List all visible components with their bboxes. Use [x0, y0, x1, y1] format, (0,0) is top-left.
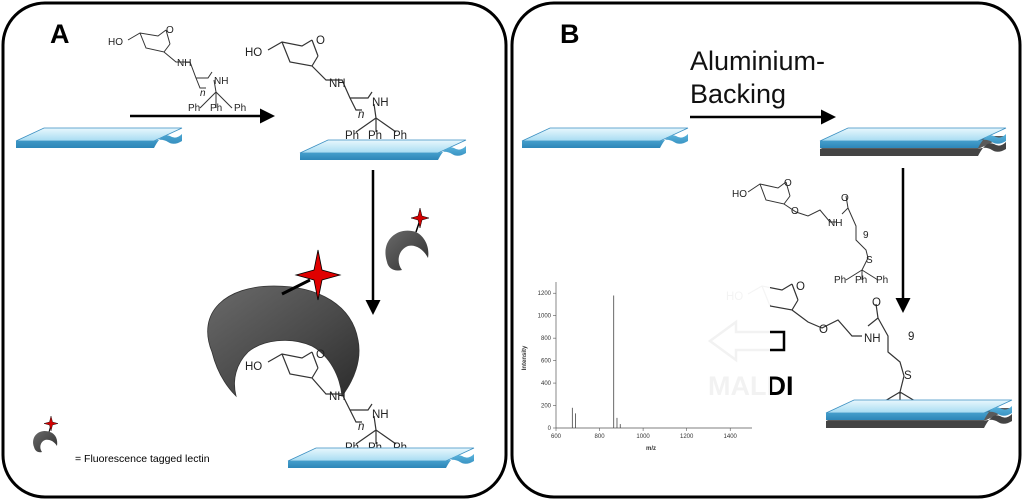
glass-slide: [287, 447, 475, 468]
svg-text:O: O: [316, 349, 325, 361]
svg-text:HO: HO: [245, 47, 262, 59]
svg-text:Ph: Ph: [876, 275, 888, 286]
trityl-glycan-reagent: HO O NH NH n Ph Ph Ph: [108, 25, 246, 114]
svg-text:Ph: Ph: [393, 130, 407, 142]
svg-text:Ph: Ph: [210, 103, 222, 114]
svg-text:NH: NH: [329, 78, 346, 90]
svg-text:Ph: Ph: [855, 275, 867, 286]
y-tick-label: 0: [548, 426, 552, 432]
glycan-lectin-complex: HO O NH NH n Ph Ph Ph: [245, 349, 407, 454]
y-tick-label: 400: [541, 381, 552, 387]
legend-text: = Fluorescence tagged lectin: [75, 453, 210, 465]
y-axis-label: Intensity: [522, 345, 528, 370]
aluminium-backed-slide: [825, 399, 1013, 428]
x-tick-label: 800: [595, 434, 606, 440]
svg-text:Ph: Ph: [368, 130, 382, 142]
svg-text:O: O: [784, 178, 792, 189]
x-tick-label: 1000: [636, 434, 650, 440]
svg-text:NH: NH: [372, 409, 389, 421]
svg-text:NH: NH: [177, 58, 191, 69]
svg-text:Ph: Ph: [188, 103, 200, 114]
x-tick-label: 1200: [680, 434, 694, 440]
y-tick-label: 1000: [538, 314, 552, 320]
svg-text:O: O: [796, 281, 805, 293]
svg-text:Ph: Ph: [345, 130, 359, 142]
svg-text:NH: NH: [372, 97, 389, 109]
svg-text:NH: NH: [828, 218, 842, 229]
lectin-small-icon: [385, 207, 430, 271]
svg-text:n: n: [358, 109, 364, 121]
svg-text:O: O: [166, 25, 174, 36]
svg-text:NH: NH: [214, 76, 228, 87]
panel-b-label: B: [560, 19, 580, 49]
svg-text:Ph: Ph: [234, 103, 246, 114]
glass-slide: [299, 139, 467, 160]
svg-text:n: n: [200, 88, 206, 99]
svg-text:S: S: [904, 370, 912, 382]
svg-text:O: O: [316, 35, 325, 47]
x-tick-label: 1400: [724, 434, 738, 440]
panel-a-frame: [1, 1, 508, 499]
svg-text:O: O: [819, 324, 828, 336]
svg-text:HO: HO: [108, 37, 123, 48]
glass-slide: [521, 127, 689, 148]
thio-glycan-reagent: HO O O NH O 9 S Ph Ph Ph: [732, 178, 888, 286]
svg-text:NH: NH: [329, 391, 346, 403]
svg-text:O: O: [791, 206, 799, 217]
immobilized-glycan: HO O NH NH n Ph Ph Ph: [245, 35, 407, 142]
x-tick-label: 600: [551, 434, 562, 440]
lectin-legend-icon: [33, 430, 58, 453]
spectrum-plot-area: 0 200 400 600 800 1000 1200 600 800 1000 1200 1400: [538, 282, 752, 440]
panel-b-frame: [510, 1, 1022, 499]
svg-text:n: n: [358, 421, 364, 433]
panel-a-label: A: [50, 19, 70, 49]
x-axis-label: m/z: [646, 446, 656, 452]
glass-slide: [15, 127, 183, 148]
svg-text:9: 9: [908, 331, 914, 343]
svg-text:HO: HO: [245, 361, 262, 373]
svg-text:O: O: [872, 297, 881, 309]
backing-label-line1: Aluminium-: [690, 46, 825, 76]
svg-text:O: O: [841, 193, 849, 204]
svg-text:NH: NH: [864, 333, 881, 345]
svg-text:Ph: Ph: [834, 275, 846, 286]
y-tick-label: 1200: [538, 291, 552, 297]
y-tick-label: 800: [541, 336, 552, 342]
y-tick-label: 600: [541, 359, 552, 365]
svg-text:S: S: [866, 255, 873, 266]
lectin-bound: [207, 249, 360, 398]
legend: = Fluorescence tagged lectin: [33, 415, 210, 465]
y-tick-label: 200: [541, 404, 552, 410]
svg-text:9: 9: [863, 230, 869, 241]
backing-label-line2: Backing: [690, 79, 786, 109]
aluminium-backed-slide: [819, 127, 1007, 156]
svg-text:HO: HO: [732, 189, 747, 200]
